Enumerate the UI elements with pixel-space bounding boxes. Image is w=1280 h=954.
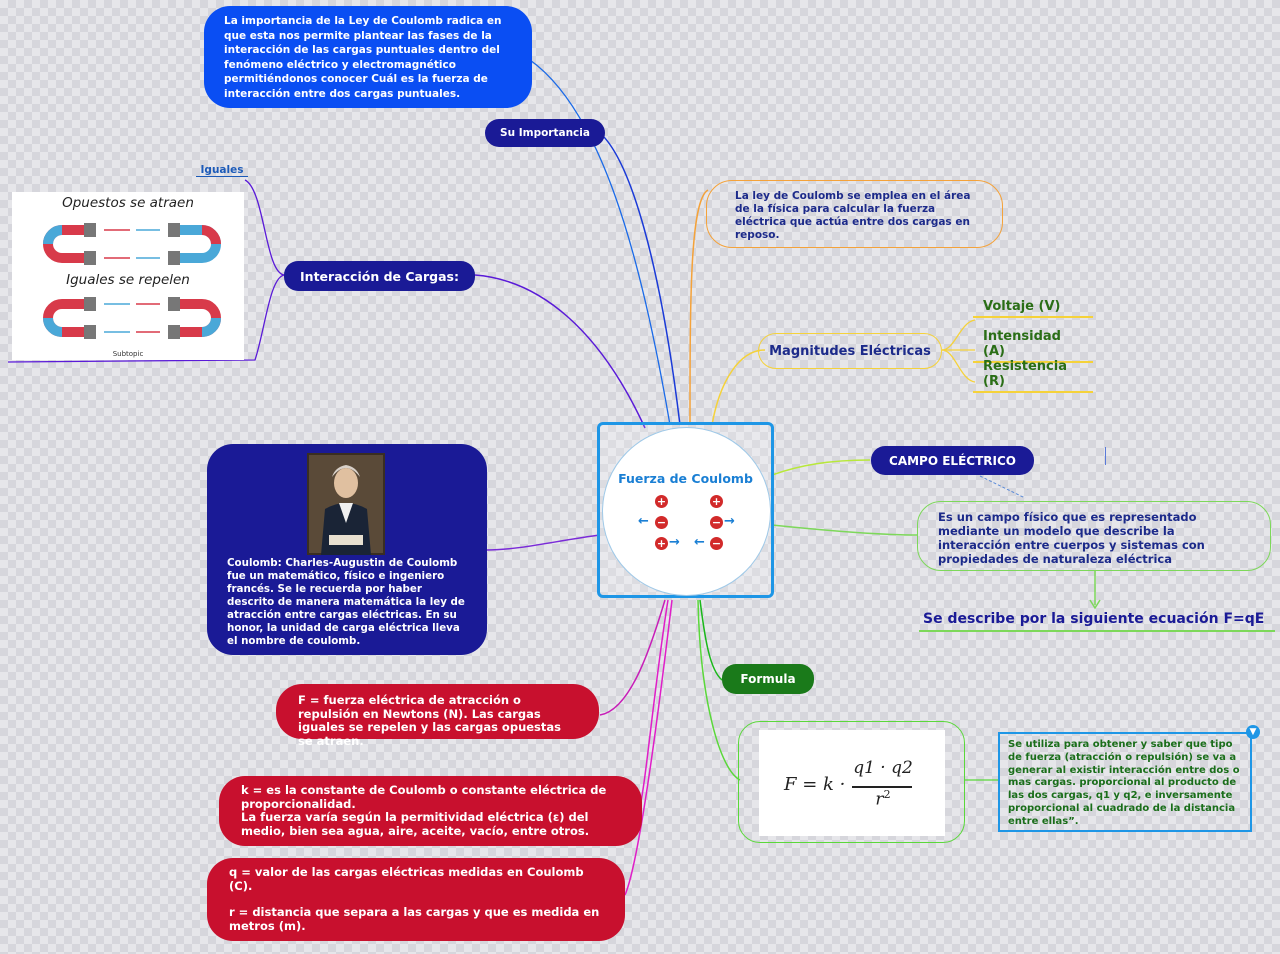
collapse-icon[interactable]: ▼ (1246, 725, 1260, 739)
positive-charge-icon: + (655, 495, 668, 508)
coulomb-portrait (307, 453, 385, 555)
negative-charge-icon: − (710, 516, 723, 529)
magnitude-resistance[interactable]: Resistencia (R) (973, 359, 1093, 393)
formula-fraction-bar (852, 786, 912, 788)
field-text-box[interactable]: Es un campo físico que es representado m… (917, 501, 1271, 571)
field-equation[interactable]: Se describe por la siguiente ecuación F=… (919, 611, 1275, 632)
importance-text-box[interactable]: La importancia de la Ley de Coulomb radi… (204, 6, 532, 108)
coulomb-bio-box[interactable]: Coulomb: Charles-Augustin de Coulomb fue… (207, 444, 487, 655)
formula-note-box[interactable]: Se utiliza para obtener y saber que tipo… (998, 732, 1252, 832)
likes-caption: Iguales se repelen (66, 272, 190, 288)
variable-f-text: F = fuerza eléctrica de atracción o repu… (298, 693, 562, 748)
charges-interaction-image: Opuestos se atraen Iguales se repelen Su (12, 192, 244, 360)
definition-text: La ley de Coulomb se emplea en el área d… (735, 190, 971, 241)
importance-label[interactable]: Su Importancia (485, 119, 605, 147)
formula-box[interactable]: F = k · q1 · q2 r2 (738, 721, 965, 843)
field-label[interactable]: CAMPO ELÉCTRICO (871, 446, 1034, 475)
magnets-illustration (43, 223, 221, 339)
central-circle (602, 427, 771, 596)
formula-numerator: q1 · q2 (853, 758, 913, 778)
variable-f-box[interactable]: F = fuerza eléctrica de atracción o repu… (276, 684, 599, 747)
variable-q-r-box[interactable]: q = valor de las cargas eléctricas medid… (207, 858, 625, 941)
field-text: Es un campo físico que es representado m… (938, 510, 1205, 566)
arrow-left-icon: ← (694, 535, 705, 550)
coulomb-bio-text: Coulomb: Charles-Augustin de Coulomb fue… (227, 557, 465, 647)
formula-card: F = k · q1 · q2 r2 (759, 730, 945, 836)
formula-note: Se utiliza para obtener y saber que tipo… (1008, 739, 1240, 827)
negative-charge-icon: − (710, 537, 723, 550)
magnitude-voltage[interactable]: Voltaje (V) (973, 299, 1093, 318)
variable-k-box[interactable]: k = es la constante de Coulomb o constan… (219, 776, 642, 846)
formula-denominator: r2 (875, 788, 891, 810)
arrow-left-icon: ← (638, 514, 649, 529)
positive-charge-icon: + (655, 537, 668, 550)
variable-r-text: r = distancia que separa a las cargas y … (229, 905, 600, 933)
importance-text: La importancia de la Ley de Coulomb radi… (224, 15, 502, 100)
opposites-caption: Opuestos se atraen (62, 195, 194, 211)
negative-charge-icon: − (655, 516, 668, 529)
interaction-label[interactable]: Interacción de Cargas: (284, 261, 475, 291)
iguales-label[interactable]: Iguales (196, 164, 248, 177)
arrow-right-icon: → (669, 535, 680, 550)
variable-q-text: q = valor de las cargas eléctricas medid… (229, 865, 584, 893)
image-subtopic-label: Subtopic (112, 350, 144, 358)
magnitudes-label[interactable]: Magnitudes Eléctricas (758, 333, 942, 369)
definition-text-box[interactable]: La ley de Coulomb se emplea en el área d… (706, 180, 1003, 248)
formula-label[interactable]: Formula (722, 664, 814, 694)
vertical-divider (1105, 447, 1106, 465)
variable-k-medium-text: La fuerza varía según la permitividad el… (241, 810, 590, 838)
central-topic[interactable]: Fuerza de Coulomb + + ← − − → + → ← − (597, 422, 774, 598)
formula-lhs: F = k · (784, 774, 846, 795)
arrow-right-icon: → (724, 514, 735, 529)
variable-k-text: k = es la constante de Coulomb o constan… (241, 783, 607, 811)
central-title: Fuerza de Coulomb (618, 471, 753, 486)
magnitude-current[interactable]: Intensidad (A) (973, 329, 1093, 363)
positive-charge-icon: + (710, 495, 723, 508)
